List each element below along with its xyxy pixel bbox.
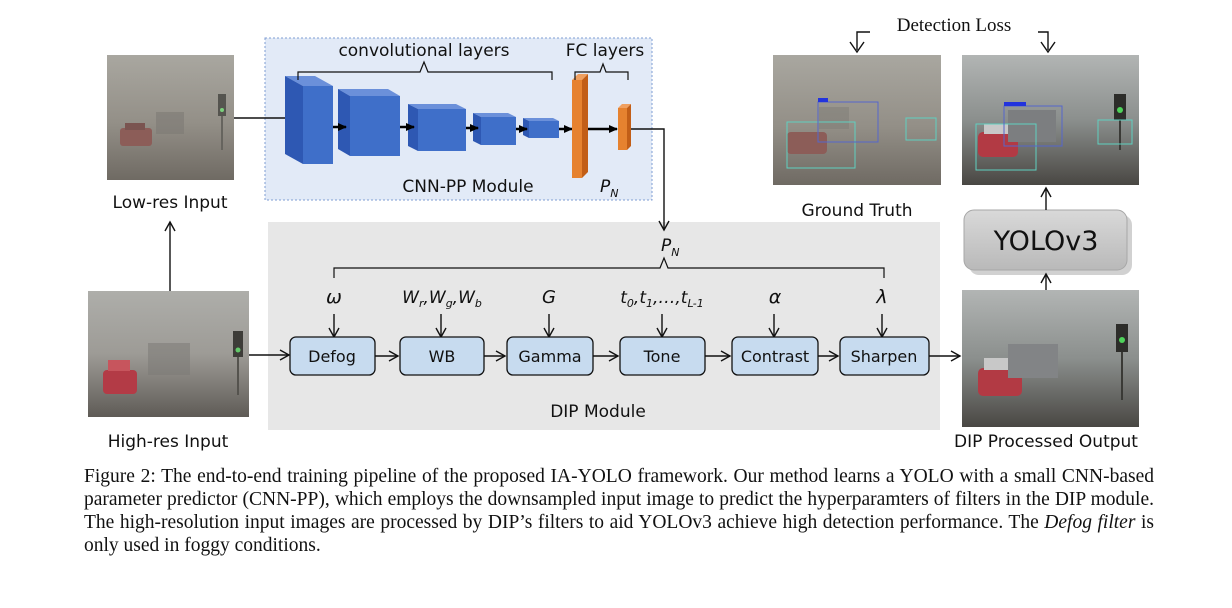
conv-block-4 xyxy=(473,113,516,145)
svg-text:Defog: Defog xyxy=(308,347,356,366)
svg-text:Contrast: Contrast xyxy=(741,347,809,366)
filter-contrast: Contrast xyxy=(731,336,819,376)
high-res-label: High-res Input xyxy=(108,432,229,452)
fc-layer-2 xyxy=(618,104,631,150)
conv-block-3 xyxy=(408,104,466,151)
figure-caption: Figure 2: The end-to-end training pipeli… xyxy=(84,465,1154,557)
conv-layers-brace xyxy=(297,60,553,80)
detection-loss-label: Detection Loss xyxy=(897,15,1012,36)
conv-block-2 xyxy=(338,89,400,156)
svg-text:Gamma: Gamma xyxy=(518,347,581,366)
high-res-input-image xyxy=(88,291,249,417)
conv-block-1 xyxy=(285,76,333,164)
caption-label: Figure 2: xyxy=(84,466,156,487)
svg-text:Tone: Tone xyxy=(643,347,681,366)
dip-module-label: DIP Module xyxy=(550,402,646,422)
filter-sharpen: Sharpen xyxy=(839,336,930,376)
dip-pn-label: PN xyxy=(661,236,680,259)
ground-truth-image xyxy=(773,55,941,185)
caption-emphasis: Defog filter xyxy=(1044,512,1136,533)
caption-text-2: is only used in foggy conditions. xyxy=(84,512,1154,556)
pn-connector-arrow xyxy=(631,128,670,232)
low-res-label: Low-res Input xyxy=(113,193,228,213)
param-omega: ω xyxy=(326,286,342,308)
param-wb: Wr,Wg,Wb xyxy=(402,288,482,310)
cnn-pp-module-label: CNN-PP Module xyxy=(402,177,533,197)
dip-module-bg xyxy=(268,222,940,430)
dip-output-image xyxy=(962,290,1139,427)
dip-output-label: DIP Processed Output xyxy=(954,432,1138,452)
low-res-input-image xyxy=(107,55,234,180)
conv-block-5 xyxy=(523,118,559,138)
cnn-pn-label: PN xyxy=(600,177,619,200)
svg-text:YOLOv3: YOLOv3 xyxy=(993,226,1099,257)
caption-text-1: The end-to-end training pipeline of the … xyxy=(84,466,1154,533)
filter-gamma: Gamma xyxy=(506,336,594,376)
fc-layer-1 xyxy=(572,74,588,178)
fc-layers-label: FC layers xyxy=(566,41,645,61)
filter-tone: Tone xyxy=(619,336,706,376)
param-brace xyxy=(333,256,885,278)
pipeline-diagram: Low-res Input High-res Input xyxy=(88,15,1139,452)
param-gamma: G xyxy=(542,287,556,308)
svg-text:WB: WB xyxy=(429,347,456,366)
param-alpha: α xyxy=(769,286,782,308)
filter-defog: Defog xyxy=(289,336,376,376)
ground-truth-label: Ground Truth xyxy=(801,201,912,221)
param-lambda: λ xyxy=(875,286,887,308)
param-tone: t0,t1,…,tL-1 xyxy=(620,288,703,310)
svg-text:Sharpen: Sharpen xyxy=(851,347,918,366)
conv-layers-label: convolutional layers xyxy=(338,41,509,61)
filter-wb: WB xyxy=(399,336,485,376)
yolov3-box: YOLOv3 xyxy=(963,209,1132,275)
fc-layers-brace xyxy=(574,62,629,80)
detection-output-image xyxy=(962,55,1139,185)
